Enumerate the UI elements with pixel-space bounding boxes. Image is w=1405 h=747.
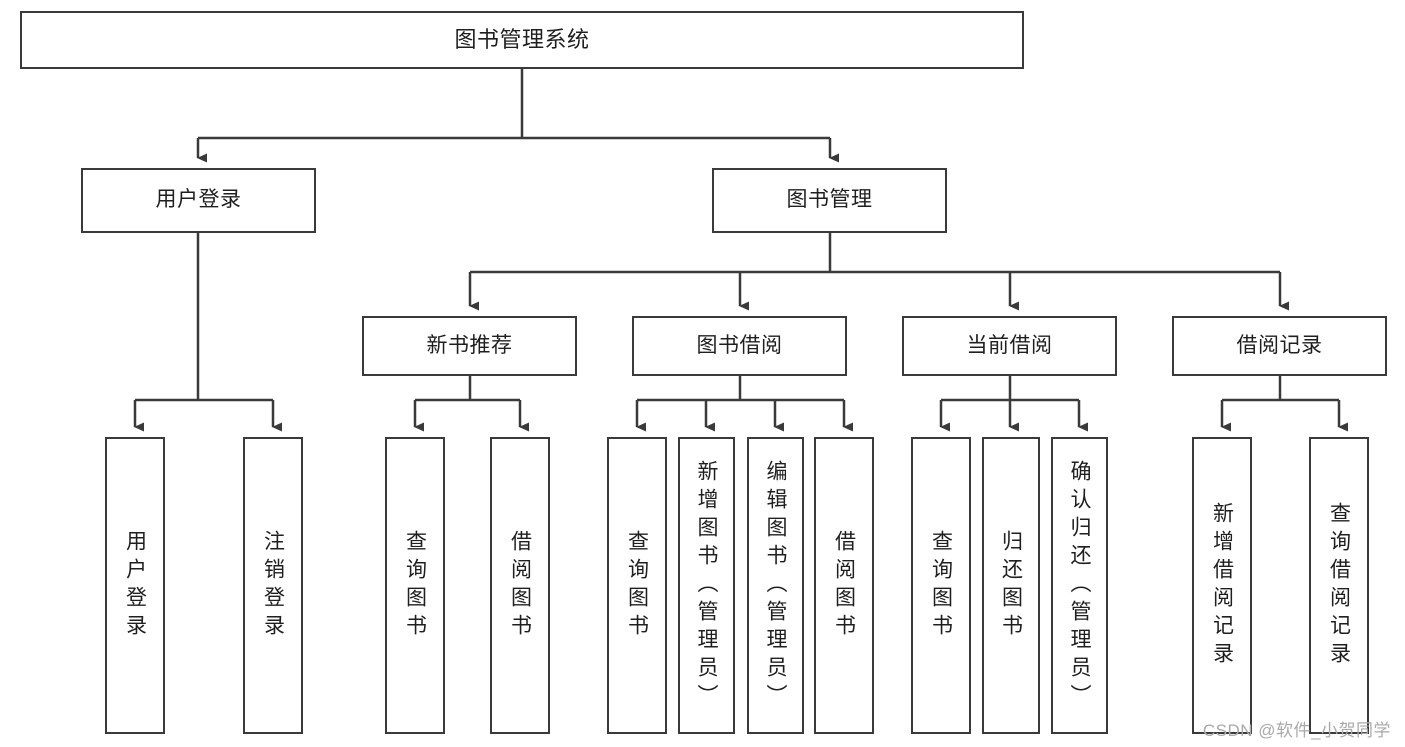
watermark: CSDN @软件_小贺同学 xyxy=(1202,721,1391,740)
node-new-book-recommendation[interactable]: 新书推荐 xyxy=(362,316,577,376)
node-label: 图书管理系统 xyxy=(454,27,590,53)
node-label: 归还图书 xyxy=(999,529,1023,642)
node-leaf-query-books-current[interactable]: 查询图书 xyxy=(911,437,971,734)
node-leaf-user-login[interactable]: 用户登录 xyxy=(105,437,165,734)
node-label: 借阅记录 xyxy=(1236,333,1323,357)
node-leaf-edit-book-admin[interactable]: 编辑图书（管理员） xyxy=(747,437,804,734)
node-label: 查询借阅记录 xyxy=(1327,501,1351,670)
node-leaf-confirm-return-admin[interactable]: 确认归还（管理员） xyxy=(1051,437,1108,734)
node-leaf-query-borrow-record[interactable]: 查询借阅记录 xyxy=(1309,437,1369,734)
node-label: 注销登录 xyxy=(261,529,285,642)
node-current-borrowing[interactable]: 当前借阅 xyxy=(902,316,1117,376)
node-leaf-borrow-books-newbook[interactable]: 借阅图书 xyxy=(490,437,550,734)
node-label: 当前借阅 xyxy=(966,333,1053,357)
node-book-management[interactable]: 图书管理 xyxy=(712,168,947,233)
node-label: 查询图书 xyxy=(625,529,649,642)
node-leaf-return-books[interactable]: 归还图书 xyxy=(982,437,1040,734)
node-label: 图书管理 xyxy=(786,188,873,212)
node-label: 新增借阅记录 xyxy=(1210,501,1234,670)
node-leaf-query-books-newbook[interactable]: 查询图书 xyxy=(385,437,445,734)
node-leaf-query-books-borrow[interactable]: 查询图书 xyxy=(607,437,667,734)
node-label: 用户登录 xyxy=(155,188,242,212)
node-label: 新书推荐 xyxy=(426,333,513,357)
node-label: 用户登录 xyxy=(123,529,147,642)
node-leaf-borrow-books[interactable]: 借阅图书 xyxy=(814,437,874,734)
node-borrowing-records[interactable]: 借阅记录 xyxy=(1172,316,1387,376)
node-root-book-management-system[interactable]: 图书管理系统 xyxy=(20,11,1024,69)
node-label: 图书借阅 xyxy=(696,333,783,357)
node-label: 确认归还（管理员） xyxy=(1068,459,1091,712)
node-user-login[interactable]: 用户登录 xyxy=(81,168,316,233)
node-label: 查询图书 xyxy=(929,529,953,642)
node-leaf-logout[interactable]: 注销登录 xyxy=(243,437,303,734)
node-label: 查询图书 xyxy=(403,529,427,642)
node-label: 借阅图书 xyxy=(832,529,856,642)
node-book-borrowing[interactable]: 图书借阅 xyxy=(632,316,847,376)
node-label: 编辑图书（管理员） xyxy=(764,459,787,712)
node-leaf-add-book-admin[interactable]: 新增图书（管理员） xyxy=(678,437,735,734)
node-label: 借阅图书 xyxy=(508,529,532,642)
node-leaf-add-borrow-record[interactable]: 新增借阅记录 xyxy=(1192,437,1252,734)
node-label: 新增图书（管理员） xyxy=(695,459,718,712)
